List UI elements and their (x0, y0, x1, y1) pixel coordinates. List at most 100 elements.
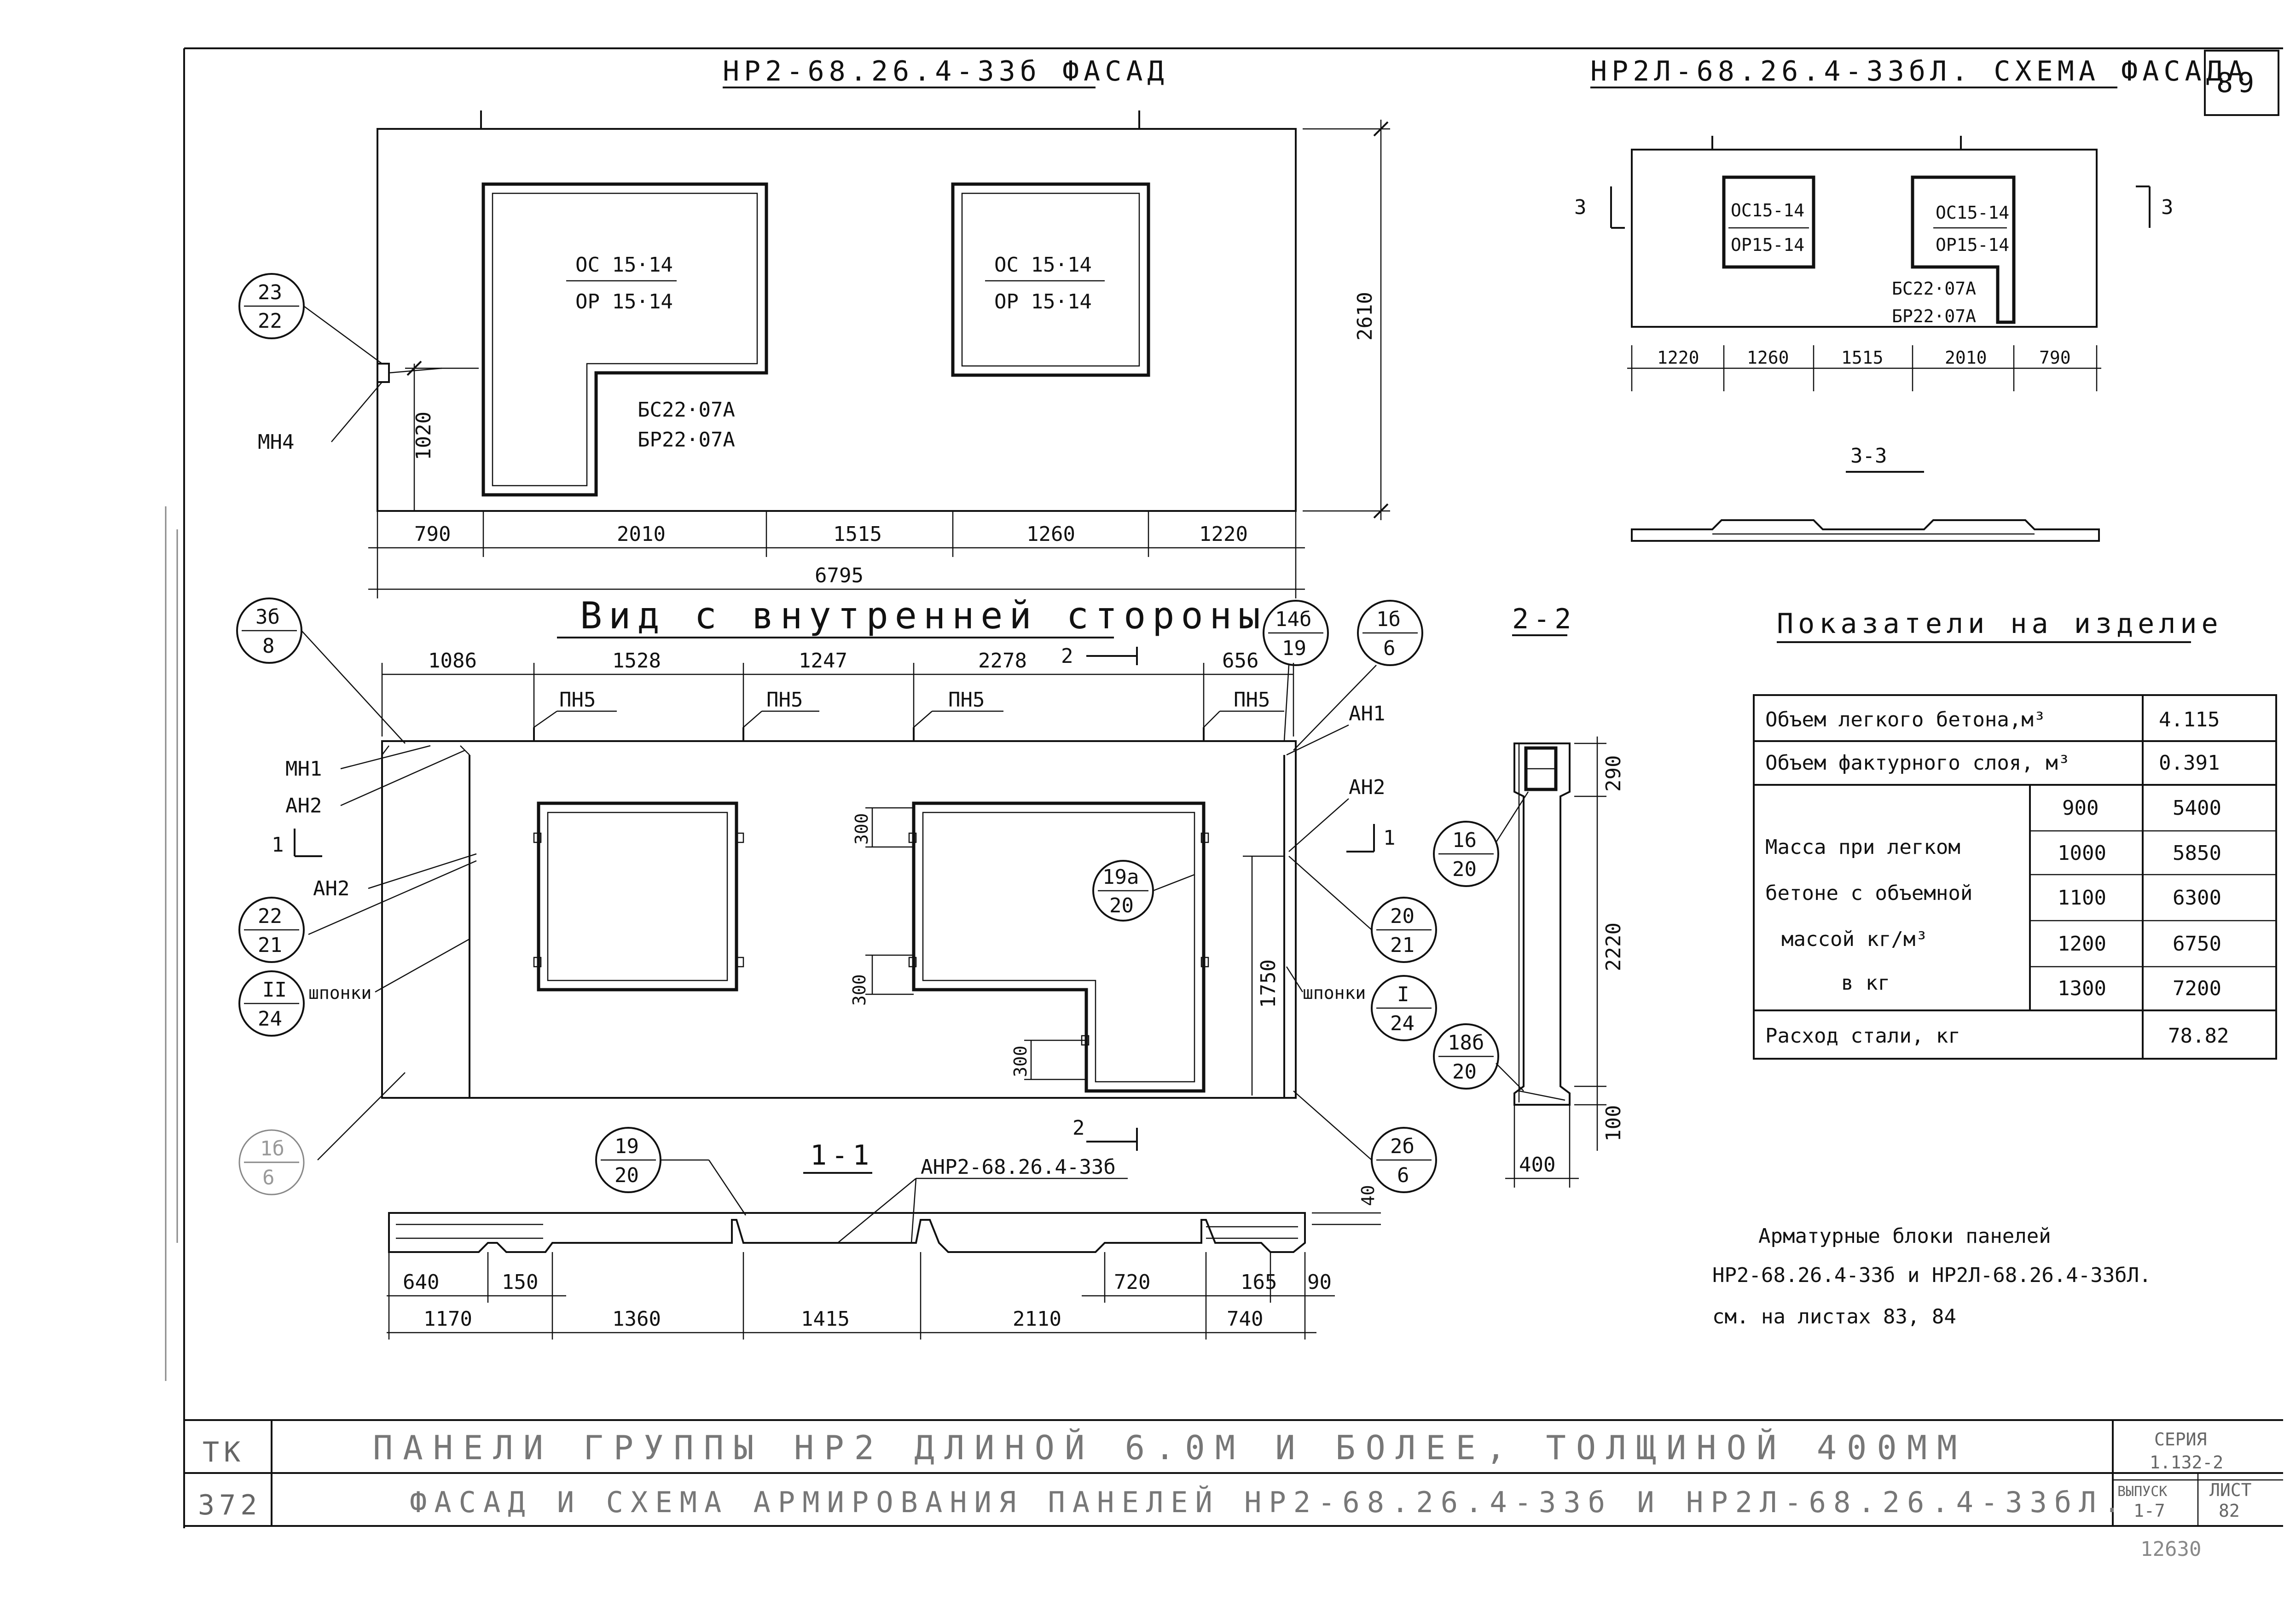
facade-panel-outline (377, 128, 1297, 512)
scheme-door-a: БС22·07А (1892, 278, 1976, 299)
indicators-steel-value: 78.82 (2168, 1024, 2229, 1048)
inner-label-an2-right: АН2 (1349, 776, 1385, 799)
facade-door-label-b: БР22·07А (638, 428, 735, 452)
scheme-cut-right: 3 (2161, 196, 2174, 219)
inner-label-shponki-right: шпонки (1303, 983, 1366, 1003)
note-line-3: см. на листах 83, 84 (1712, 1305, 1956, 1328)
indicators-mass-2: 5850 (2173, 841, 2221, 865)
scheme-dim-3: 1515 (1841, 348, 1884, 368)
inner-label-an2-top: АН2 (285, 794, 322, 818)
inner-view: Вид с внутренней стороны 1086 1528 1247 … (272, 594, 1396, 1160)
indicators-row2-value: 0.391 (2159, 751, 2220, 775)
scheme-view: НР2Л-68.26.4-33бЛ. СХЕМА ФАСАДА ОС15-14 … (1574, 55, 2244, 542)
callout-19a-den: 20 (1109, 894, 1134, 917)
section11-dim-1170: 1170 (423, 1307, 472, 1331)
indicators-density-2: 1000 (2058, 841, 2106, 865)
callout-bl-den: 6 (262, 1166, 275, 1189)
section11-dim-1360: 1360 (612, 1307, 661, 1331)
inner-cut2-bottom: 2 (1073, 1116, 1085, 1140)
callouts: 3б 8 22 21 II 24 1б 6 19а 20 14б 19 1б 6 (236, 597, 1437, 1216)
inner-label-mn1: МН1 (285, 757, 322, 781)
callout-I-den: 24 (1390, 1012, 1415, 1035)
scheme-win2-a: ОС15-14 (1936, 203, 2009, 223)
facade-window-right-label-a: ОС 15·14 (994, 253, 1092, 277)
callout-20-num: 20 (1390, 905, 1415, 928)
section-2-2: 2-2 16 20 18б 20 290 2220 100 400 (1433, 603, 1625, 1188)
facade-callout-num: 23 (258, 281, 282, 304)
title-line-1: ПАНЕЛИ ГРУППЫ НР2 ДЛИНОЙ 6.0М И БОЛЕЕ, Т… (373, 1428, 1967, 1467)
inner-dim-300-c: 300 (1010, 1045, 1031, 1077)
title-sheet-value: 82 (2219, 1501, 2240, 1521)
indicators-mass-1: 5400 (2173, 796, 2221, 820)
section11-dim-40: 40 (1358, 1185, 1378, 1206)
facade-view: НР2-68.26.4-33б ФАСАД ОС 15·14 ОР 15·14 … (238, 55, 1390, 598)
facade-sill-dim: 1020 (412, 412, 435, 460)
indicators-title: Показатели на изделие (1777, 608, 2223, 640)
section22-callout-a-den: 20 (1452, 858, 1477, 881)
section22-callout-a-num: 16 (1452, 829, 1477, 852)
section22-dim-290: 290 (1602, 755, 1625, 792)
inner-dim-3: 1247 (799, 649, 847, 673)
section11-dim-150: 150 (502, 1270, 538, 1294)
title-series-value: 1.132-2 (2150, 1452, 2223, 1473)
scheme-panel-outline (1631, 149, 2098, 328)
scheme-dim-2: 1260 (1747, 348, 1789, 368)
indicators-density-4: 1200 (2058, 932, 2106, 956)
section11-dim-740: 740 (1227, 1307, 1263, 1331)
facade-door-label-a: БС22·07А (638, 398, 735, 422)
callout-36-den: 8 (262, 634, 275, 658)
callout-II-den: 24 (258, 1007, 282, 1031)
callout-22-den: 21 (258, 934, 282, 957)
indicators-steel-label: Расход стали, кг (1765, 1024, 1960, 1048)
note-line-1: Арматурные блоки панелей (1758, 1224, 2051, 1248)
indicators-mass-5: 7200 (2173, 977, 2221, 1000)
callout-II-num: II (262, 978, 287, 1002)
section11-dim-165: 165 (1241, 1270, 1277, 1294)
scheme-section-title: 3-3 (1850, 444, 1887, 468)
facade-window-left-label-a: ОС 15·14 (575, 253, 673, 277)
indicators: Показатели на изделие Объем легкого бето… (1753, 608, 2277, 1060)
facade-window-left-label-b: ОР 15·14 (575, 290, 673, 313)
facade-label-mn4: МН4 (258, 430, 294, 454)
indicators-row1-label: Объем легкого бетона,м³ (1765, 708, 2046, 731)
scheme-dim-5: 790 (2039, 348, 2071, 368)
indicators-row1-value: 4.115 (2159, 708, 2220, 731)
callout-19a-num: 19а (1102, 865, 1139, 889)
inner-label-an2-left: АН2 (313, 877, 349, 900)
scheme-cut-left: 3 (1574, 196, 1587, 219)
facade-dim-3: 1515 (833, 522, 882, 546)
facade-dim-5: 1220 (1199, 522, 1248, 546)
section22-dim-100: 100 (1602, 1105, 1625, 1142)
inner-cut2-top: 2 (1061, 644, 1073, 668)
inner-dim-1750: 1750 (1257, 959, 1280, 1008)
indicators-mass-4: 6750 (2173, 932, 2221, 956)
section11-label: АНР2-68.26.4-33б (921, 1155, 1116, 1179)
callout-26-num: 2б (1390, 1135, 1415, 1158)
indicators-table (1753, 694, 2277, 1060)
facade-window-right (951, 182, 1150, 377)
section22-callout-b-num: 18б (1448, 1031, 1484, 1055)
sheet-frame (165, 47, 2283, 1528)
callout-16-num: 1б (1376, 608, 1401, 631)
callout-bl-num: 1б (260, 1137, 284, 1160)
inner-pn5-2: ПН5 (766, 688, 803, 712)
title-code: ТК (203, 1436, 245, 1468)
title-issue-value: 1-7 (2133, 1501, 2165, 1521)
section22-width: 400 (1519, 1153, 1555, 1177)
scheme-dim-4: 2010 (1945, 348, 1987, 368)
facade-dim-4: 1260 (1026, 522, 1075, 546)
facade-dim-1: 790 (414, 522, 451, 546)
section11-profile (388, 1212, 1306, 1253)
inner-label-an1-right: АН1 (1349, 702, 1385, 725)
indicators-mass-label-1: Масса при легком (1765, 835, 1960, 859)
sheet-number: 89 (2216, 67, 2259, 99)
scheme-win1-a: ОС15-14 (1731, 200, 1804, 220)
facade-callout-den: 22 (258, 309, 282, 333)
section22-profile (1513, 742, 1571, 1106)
title-block: ТК 372 ПАНЕЛИ ГРУППЫ НР2 ДЛИНОЙ 6.0М И Б… (198, 1428, 2252, 1561)
title-sheet-label: ЛИСТ (2209, 1480, 2252, 1500)
callout-16-den: 6 (1383, 637, 1396, 660)
inner-panel-outline (381, 740, 1297, 1099)
inner-pn5-4: ПН5 (1234, 688, 1270, 712)
